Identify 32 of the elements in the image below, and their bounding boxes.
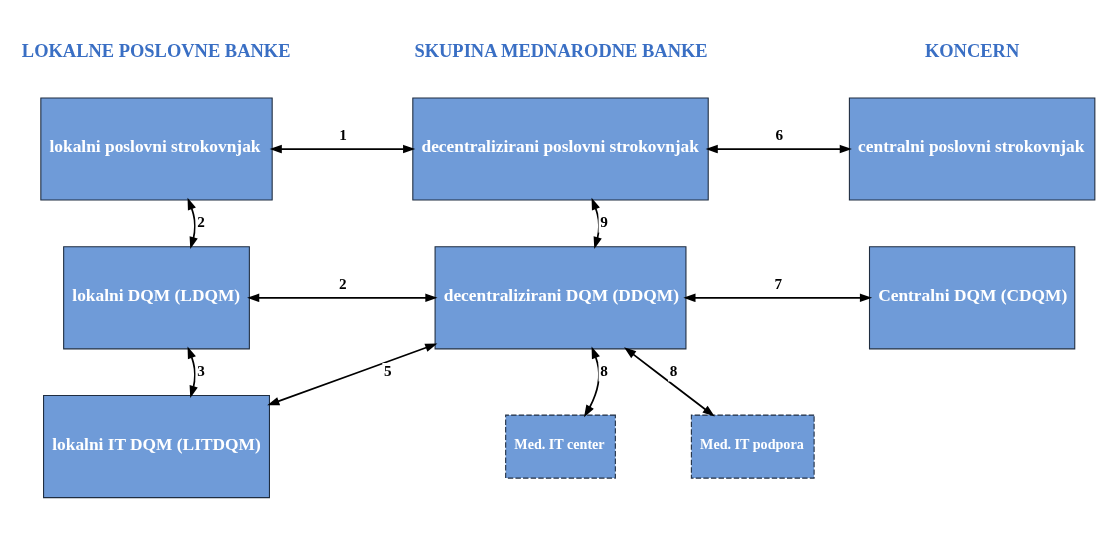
node-box: centralni poslovni strokovnjak [848, 96, 1096, 201]
edge-label: 8 [600, 361, 608, 379]
label: SKUPINA MEDNARODNE BANKE [414, 40, 708, 61]
node-box: decentralizirani poslovni strokovnjak [412, 96, 709, 201]
arrow [267, 343, 438, 405]
edge-label: 5 [384, 361, 392, 379]
edge-label: 1 [339, 125, 347, 143]
edge-label: 3 [197, 361, 205, 379]
edge-label: 9 [600, 212, 608, 230]
arrow [187, 345, 198, 398]
node-box: lokalni DQM (LDQM) [63, 245, 250, 349]
arrow [624, 346, 715, 416]
node-box: Med. IT podpora [690, 414, 815, 479]
arrow [187, 197, 198, 249]
arrow [269, 144, 416, 153]
arrow [247, 293, 438, 302]
node-box: lokalni IT DQM (LITDQM) [43, 394, 270, 498]
edge-label: 8 [669, 361, 678, 379]
node-box: Centralni DQM (CDQM) [868, 245, 1076, 349]
arrow [705, 144, 852, 153]
arrow [591, 197, 602, 249]
edge-label: 2 [197, 212, 205, 230]
label: LOKALNE POSLOVNE BANKE [21, 40, 291, 61]
node-box: Med. IT center [505, 414, 616, 479]
label: KONCERN [924, 40, 1020, 61]
arrow [584, 345, 600, 417]
edge-label: 6 [775, 125, 784, 143]
edge-label: 7 [774, 274, 783, 292]
edge-label: 2 [338, 274, 347, 292]
node-box: decentralizirani DQM (DDQM) [434, 245, 687, 349]
node-box: lokalni poslovni strokovnjak [40, 96, 273, 201]
arrow [683, 293, 873, 302]
